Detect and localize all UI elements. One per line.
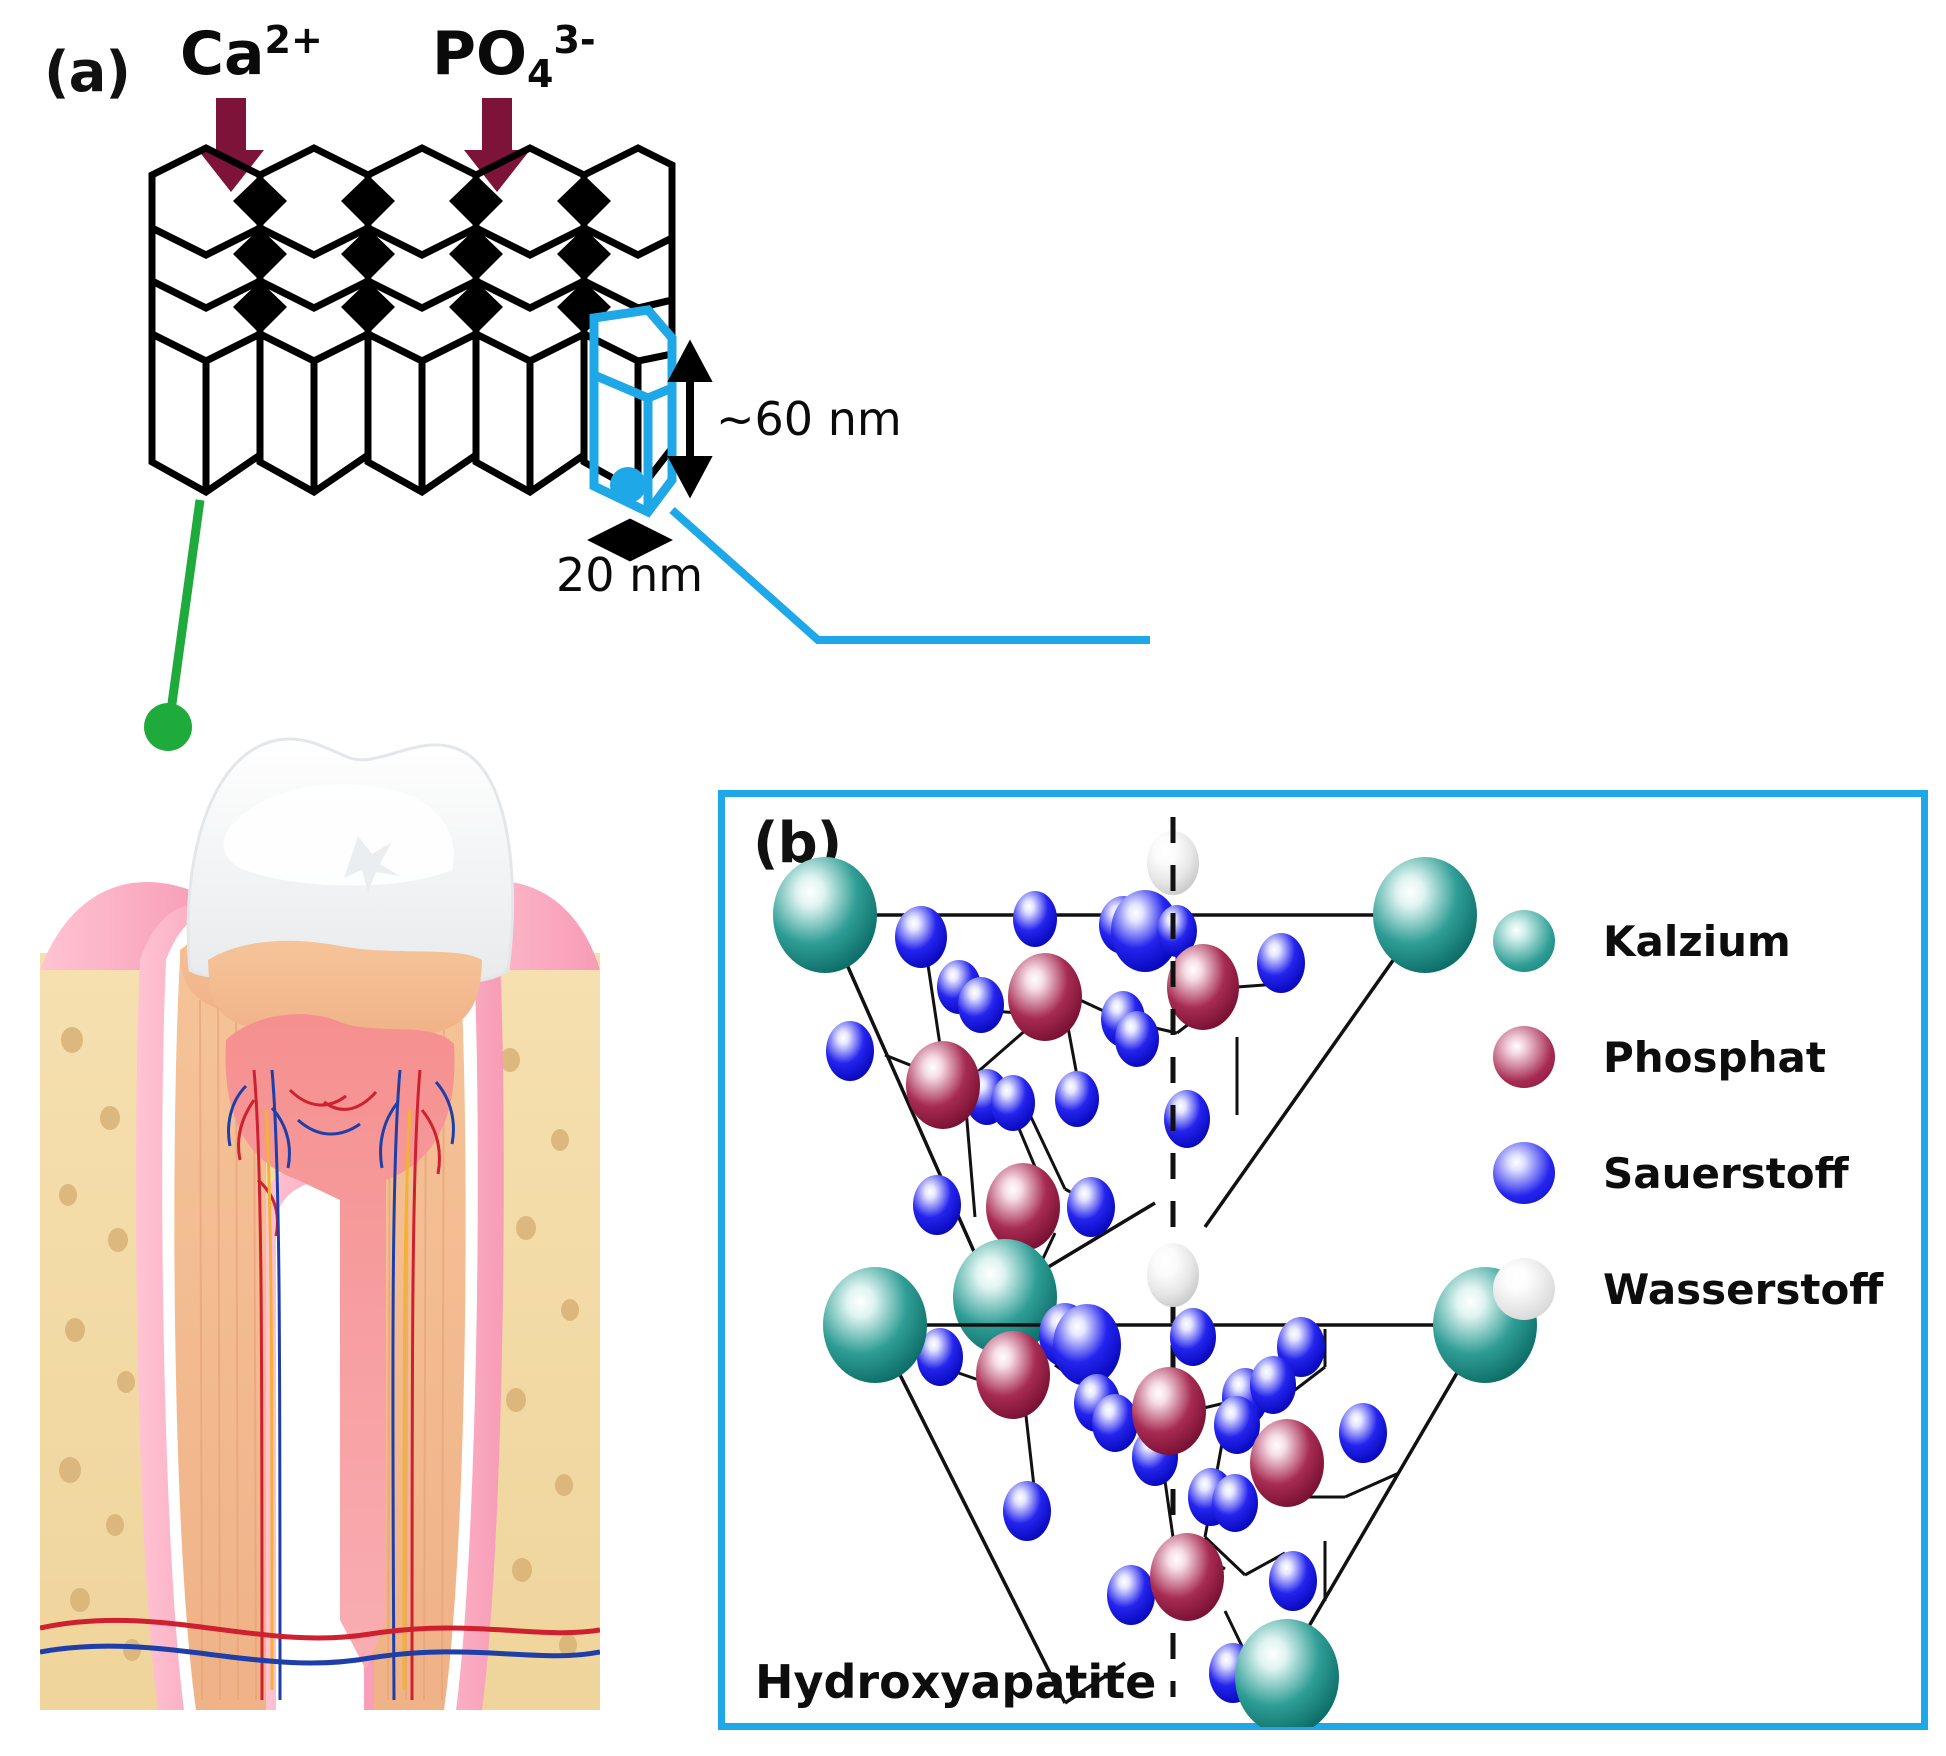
width-dimension-label: 20 nm	[556, 548, 704, 602]
legend-label-wasserstoff: Wasserstoff	[1603, 1264, 1884, 1314]
legend: Kalzium Phosphat Sauerstoff Wasserstoff	[1493, 897, 1893, 1361]
legend-item-wasserstoff: Wasserstoff	[1493, 1245, 1893, 1333]
legend-label-phosphat: Phosphat	[1603, 1032, 1826, 1082]
hydrogen-atom-upper	[1147, 831, 1199, 895]
panel-a: (a) Ca2+ PO43-	[0, 0, 1150, 760]
legend-item-phosphat: Phosphat	[1493, 1013, 1893, 1101]
phosphate-sphere-icon	[1493, 1026, 1555, 1088]
height-dimension-label: ~60 nm	[716, 392, 902, 446]
mandibular-nerve-bundle	[40, 1617, 600, 1666]
ion-arrows	[198, 98, 530, 192]
highlight-dot	[610, 467, 646, 503]
blood-vessels-nerves	[227, 1069, 455, 1701]
phosphate-ion-label: PO43-	[432, 18, 596, 96]
calcium-atoms-upper	[773, 857, 1477, 1355]
width-dimension-arrow	[587, 518, 673, 562]
panel-a-tag: (a)	[44, 40, 131, 105]
oxygen-sphere-icon	[1493, 1142, 1555, 1204]
enamel	[186, 737, 515, 984]
oxygen-atoms-lower	[917, 1303, 1387, 1703]
tooth-enamel-marker	[144, 703, 192, 751]
hydroxyapatite-caption: Hydroxyapatite	[755, 1655, 1157, 1709]
tooth-leader-line	[165, 499, 205, 719]
panel-b: (b) Hydroxyapatite	[718, 790, 1928, 1730]
height-dimension-arrow	[667, 339, 713, 499]
hydrogen-sphere-icon	[1493, 1258, 1555, 1320]
legend-item-sauerstoff: Sauerstoff	[1493, 1129, 1893, 1217]
calcium-sphere-icon	[1493, 910, 1555, 972]
calcium-ion-label: Ca2+	[180, 18, 323, 89]
phosphate-atoms-upper	[906, 944, 1239, 1251]
calcium-atoms-lower	[823, 1267, 1537, 1727]
legend-item-kalzium: Kalzium	[1493, 897, 1893, 985]
phosphate-atoms-lower	[976, 1331, 1324, 1621]
pulp-chamber	[225, 1014, 455, 1670]
oxygen-atoms-upper	[826, 890, 1305, 1311]
hydrogen-atom-lower	[1147, 1243, 1199, 1307]
legend-label-kalzium: Kalzium	[1603, 916, 1791, 966]
legend-label-sauerstoff: Sauerstoff	[1603, 1148, 1849, 1198]
zoom-connector-line	[669, 507, 1150, 644]
tooth-anatomy-illustration	[40, 737, 600, 1710]
crown-dentin	[208, 940, 482, 1039]
crystal-lattice-svg	[144, 98, 1150, 751]
hydroxyapatite-structure-svg	[773, 817, 1537, 1727]
highlighted-prism	[589, 305, 677, 518]
hex-prism-sides	[148, 328, 676, 497]
hex-interstices	[233, 175, 611, 334]
